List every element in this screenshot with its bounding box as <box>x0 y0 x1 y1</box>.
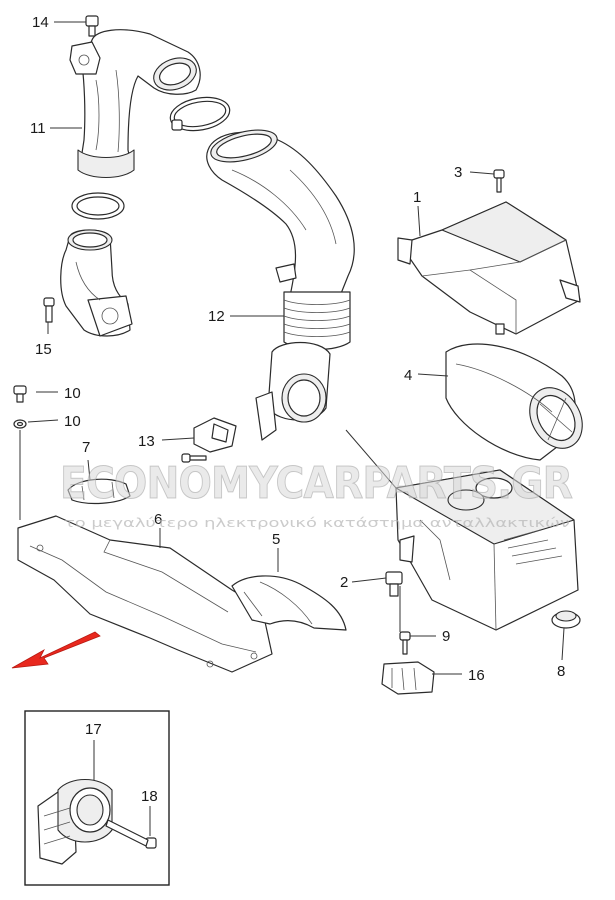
callout-4: 4 <box>404 367 412 384</box>
callout-10-washer: 10 <box>64 413 81 430</box>
watermark: ECONOMYCARPARTS.GR το μεγαλύτερο ηλεκτρο… <box>60 458 574 531</box>
part-10-bolt <box>13 385 27 403</box>
leader-lines <box>19 21 565 836</box>
inset-box-throttle-body <box>24 710 170 886</box>
callout-6: 6 <box>154 511 162 528</box>
watermark-tagline: το μεγαλύτερο ηλεκτρονικό κατάστημα αντα… <box>64 515 570 530</box>
callout-16: 16 <box>468 667 485 684</box>
part-12-air-hose <box>206 129 355 441</box>
part-3-screw <box>493 169 505 193</box>
callout-15: 15 <box>35 341 52 358</box>
callout-8: 8 <box>557 663 565 680</box>
part-9-screw <box>399 631 411 655</box>
part-8-grommet <box>551 610 581 629</box>
callout-14: 14 <box>32 14 49 31</box>
part-16-bracket <box>381 661 435 695</box>
part-6-undertray <box>17 515 273 673</box>
part-7-bracket <box>67 478 131 505</box>
lower-elbow-pipe <box>60 229 133 337</box>
part-11-intake-pipe <box>69 29 201 179</box>
part-10-washer <box>13 419 27 429</box>
callout-labels: 14 11 15 12 3 1 4 10 10 7 13 6 5 2 9 16 … <box>30 14 565 805</box>
callout-10-bolt: 10 <box>64 385 81 402</box>
part-14-bolt <box>85 15 99 37</box>
callout-1: 1 <box>413 189 421 206</box>
callout-18: 18 <box>141 788 158 805</box>
callout-11: 11 <box>30 120 46 137</box>
callout-2: 2 <box>340 574 348 591</box>
seal-ring <box>71 192 125 220</box>
callout-5: 5 <box>272 531 280 548</box>
front-direction-arrow <box>11 631 101 669</box>
part-1-airbox-cover <box>397 201 581 335</box>
part-5-deflector <box>231 575 347 631</box>
part-13-sensor <box>181 417 237 463</box>
callout-9: 9 <box>442 628 450 645</box>
lower-airbox-housing <box>395 469 579 631</box>
watermark-brand: ECONOMYCARPARTS.GR <box>60 458 572 509</box>
hose-clamp-upper <box>169 96 231 132</box>
part-15-bolt <box>43 297 55 323</box>
part-4-air-filter <box>445 343 583 461</box>
callout-7: 7 <box>82 439 90 456</box>
callout-13: 13 <box>138 433 155 450</box>
callout-17: 17 <box>85 721 102 738</box>
callout-3: 3 <box>454 164 462 181</box>
callout-12: 12 <box>208 308 225 325</box>
